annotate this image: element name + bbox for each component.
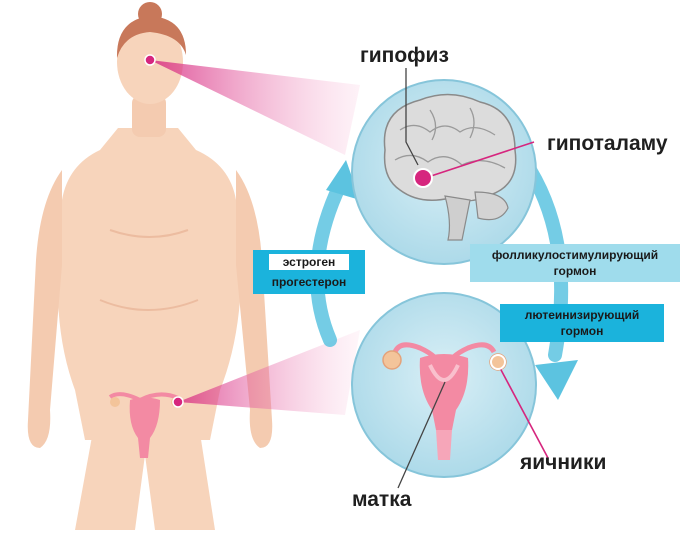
hypothalamus-label: гипоталаму [547, 132, 668, 156]
fsh-box: фолликулостимулирующий гормон [470, 244, 680, 282]
pituitary-label: гипофиз [360, 44, 449, 68]
uterus-label: матка [352, 488, 411, 512]
pelvis-marker [173, 397, 183, 407]
estrogen-progesterone-box: эстроген прогестерон [253, 250, 365, 294]
hypothalamus-marker [414, 169, 432, 187]
ovaries-label: яичники [520, 451, 606, 475]
estrogen-label: эстроген [269, 254, 349, 270]
fsh-line1: фолликулостимулирующий [470, 247, 680, 263]
down-arrow-head [535, 360, 578, 400]
progesterone-label: прогестерон [253, 274, 365, 290]
lh-line1: лютеинизирующий [500, 307, 664, 323]
head-marker [145, 55, 155, 65]
lh-box: лютеинизирующий гормон [500, 304, 664, 342]
fsh-line2: гормон [470, 263, 680, 279]
lh-line2: гормон [500, 323, 664, 339]
